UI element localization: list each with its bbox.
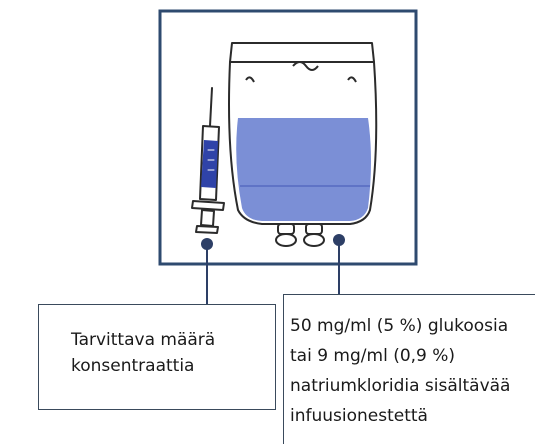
infusion-bag-icon bbox=[229, 43, 376, 246]
syringe-label-line-2: konsentraattia bbox=[71, 353, 215, 379]
syringe-label-box: Tarvittava määrä konsentraattia bbox=[38, 304, 276, 410]
bag-label-line-3: natriumkloridia sisältävää bbox=[290, 371, 510, 401]
bag-label-line-2: tai 9 mg/ml (0,9 %) bbox=[290, 341, 510, 371]
bag-label-box: 50 mg/ml (5 %) glukoosia tai 9 mg/ml (0,… bbox=[283, 294, 535, 444]
syringe-label-line-1: Tarvittava määrä bbox=[71, 327, 215, 353]
bag-leader-dot bbox=[333, 234, 345, 246]
bag-label-line-1: 50 mg/ml (5 %) glukoosia bbox=[290, 311, 510, 341]
syringe-leader-dot bbox=[201, 238, 213, 250]
bag-label-line-4: infuusionestettä bbox=[290, 401, 510, 431]
